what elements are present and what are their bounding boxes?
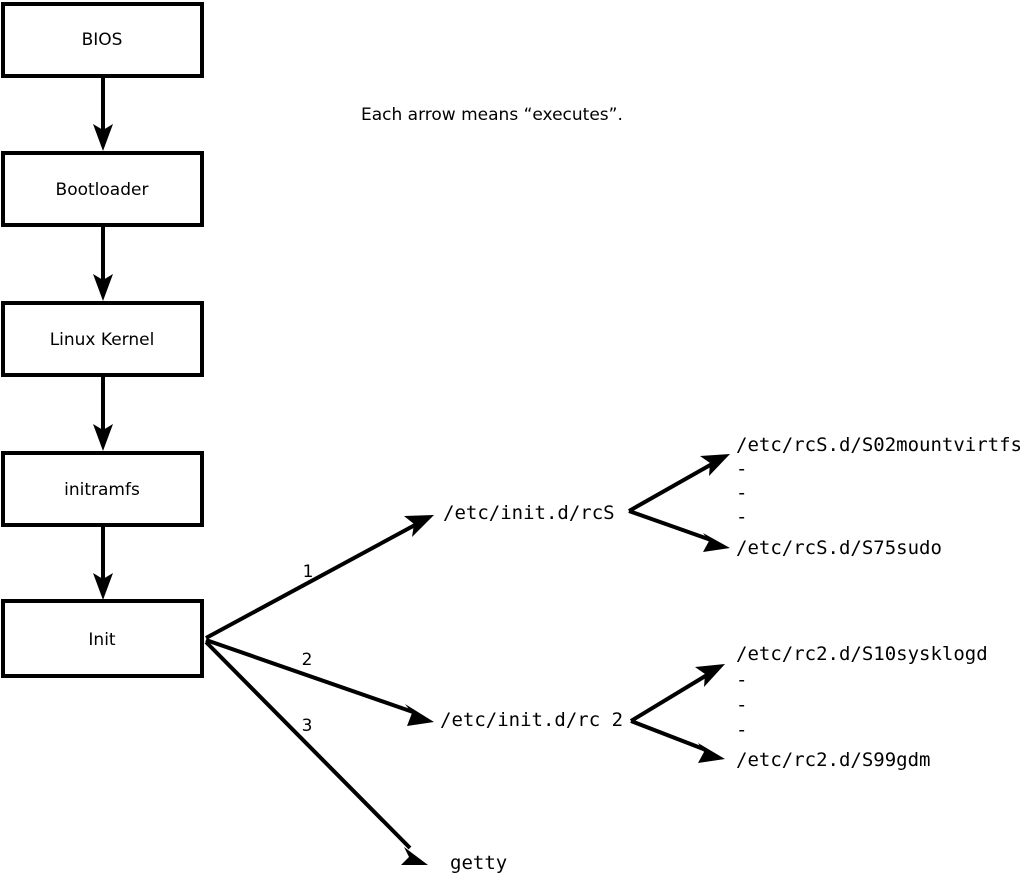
init-box [1, 599, 204, 678]
arrow-initramfs-to-init [93, 525, 113, 600]
linux-kernel-label: Linux Kernel [50, 330, 155, 350]
rcs-script-last: /etc/rcS.d/S75sudo [736, 537, 942, 559]
arrowhead-icon [695, 664, 725, 687]
arrowhead-icon [404, 515, 434, 537]
rcs-ellipsis-dash-2: - [736, 482, 747, 504]
node-bios: BIOS [1, 2, 204, 78]
bios-box [1, 2, 204, 78]
legend-note: Each arrow means “executes”. [361, 105, 623, 125]
node-linux-kernel: Linux Kernel [1, 301, 204, 377]
arrowhead-icon [703, 533, 730, 552]
init-label: Init [88, 630, 116, 650]
node-bootloader: Bootloader [1, 151, 204, 227]
rc2-ellipsis-dash-2: - [736, 694, 747, 716]
arrow-init-to-rcs: 1 [205, 515, 434, 640]
bios-label: BIOS [82, 30, 123, 50]
arrow-init-to-getty: 3 [204, 640, 428, 865]
initramfs-label: initramfs [64, 480, 140, 500]
edge-label-2: 2 [302, 650, 313, 670]
linux-kernel-box [1, 301, 204, 377]
node-rc2-label: /etc/init.d/rc 2 [440, 709, 623, 731]
bootloader-box [1, 151, 204, 227]
arrowhead-icon [93, 274, 113, 301]
rcs-script-first: /etc/rcS.d/S02mountvirtfs [736, 434, 1022, 456]
node-initramfs: initramfs [1, 451, 204, 527]
rc2-script-first: /etc/rc2.d/S10sysklogd [736, 643, 988, 665]
arrow-rc2-to-last-script [630, 719, 725, 763]
arrowhead-icon [698, 743, 725, 763]
node-getty-label: getty [450, 852, 507, 874]
node-init: Init [1, 599, 204, 678]
bootloader-label: Bootloader [56, 180, 149, 200]
arrow-init-to-rc2: 2 [205, 638, 434, 726]
edge-label-1: 1 [303, 562, 314, 582]
rcs-ellipsis-dash-3: - [736, 506, 747, 528]
arrowhead-icon [700, 454, 730, 476]
arrowhead-icon [93, 124, 113, 151]
rcs-ellipsis-dash-1: - [736, 458, 747, 480]
arrowhead-icon [401, 847, 428, 865]
rc2-ellipsis-dash-3: - [736, 719, 747, 741]
rc2-script-last: /etc/rc2.d/S99gdm [736, 749, 930, 771]
arrow-rcs-to-last-script [628, 509, 730, 552]
arrow-kernel-to-initramfs [93, 375, 113, 451]
arrow-bootloader-to-kernel [93, 225, 113, 301]
node-rcs-label: /etc/init.d/rcS [443, 502, 615, 524]
rc2-ellipsis-dash-1: - [736, 669, 747, 691]
arrowhead-icon [405, 704, 434, 726]
arrowhead-icon [93, 573, 113, 600]
arrow-bios-to-bootloader [93, 76, 113, 151]
edge-label-3: 3 [302, 716, 313, 736]
arrowhead-icon [93, 424, 113, 451]
arrow-rc2-to-first-script [629, 664, 725, 723]
arrow-rcs-to-first-script [628, 454, 730, 513]
